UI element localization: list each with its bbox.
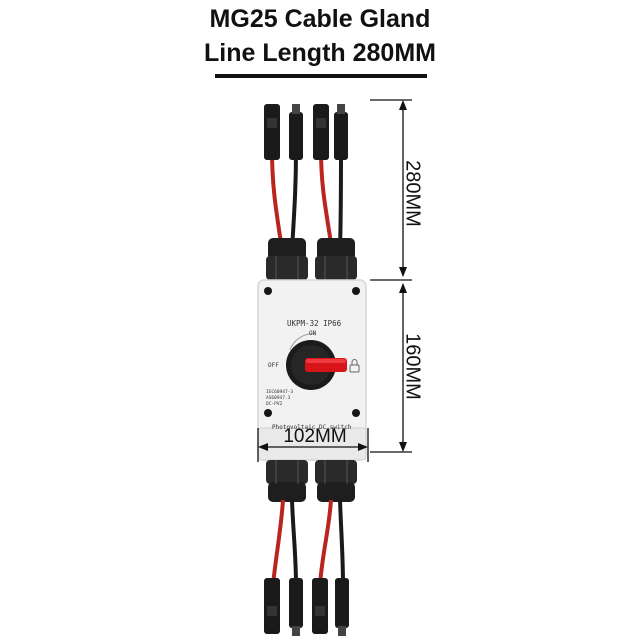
bottom-cable-glands <box>266 460 357 502</box>
dimension-lines <box>257 99 412 462</box>
on-position-label: ON <box>309 330 317 337</box>
lock-icon <box>349 364 360 373</box>
title-line-1: MG25 Cable Gland <box>209 5 431 33</box>
top-mc4-connectors <box>264 104 348 160</box>
standard-label-3: DC-PV2 <box>266 402 283 407</box>
bottom-cables <box>271 499 345 586</box>
bottom-mc4-connectors <box>264 578 349 636</box>
title-line-2: Line Length 280MM <box>204 39 436 67</box>
top-cable-glands <box>266 238 357 280</box>
product-type-label: Photovoltaic DC switch <box>272 424 352 431</box>
switch-model-label: UKPM-32 IP66 <box>287 319 342 328</box>
box-height-dimension: 160MM <box>401 333 424 400</box>
title-underline <box>215 74 427 78</box>
top-cables <box>270 149 343 251</box>
box-width-dimension: 102MM <box>283 426 347 447</box>
cable-length-dimension: 280MM <box>401 160 424 227</box>
rotary-switch-knob <box>286 340 347 390</box>
standard-label-1: IEC60947-3 <box>266 390 294 395</box>
off-position-label: OFF <box>268 362 279 369</box>
standard-label-2: AS60947.3 <box>266 396 291 401</box>
